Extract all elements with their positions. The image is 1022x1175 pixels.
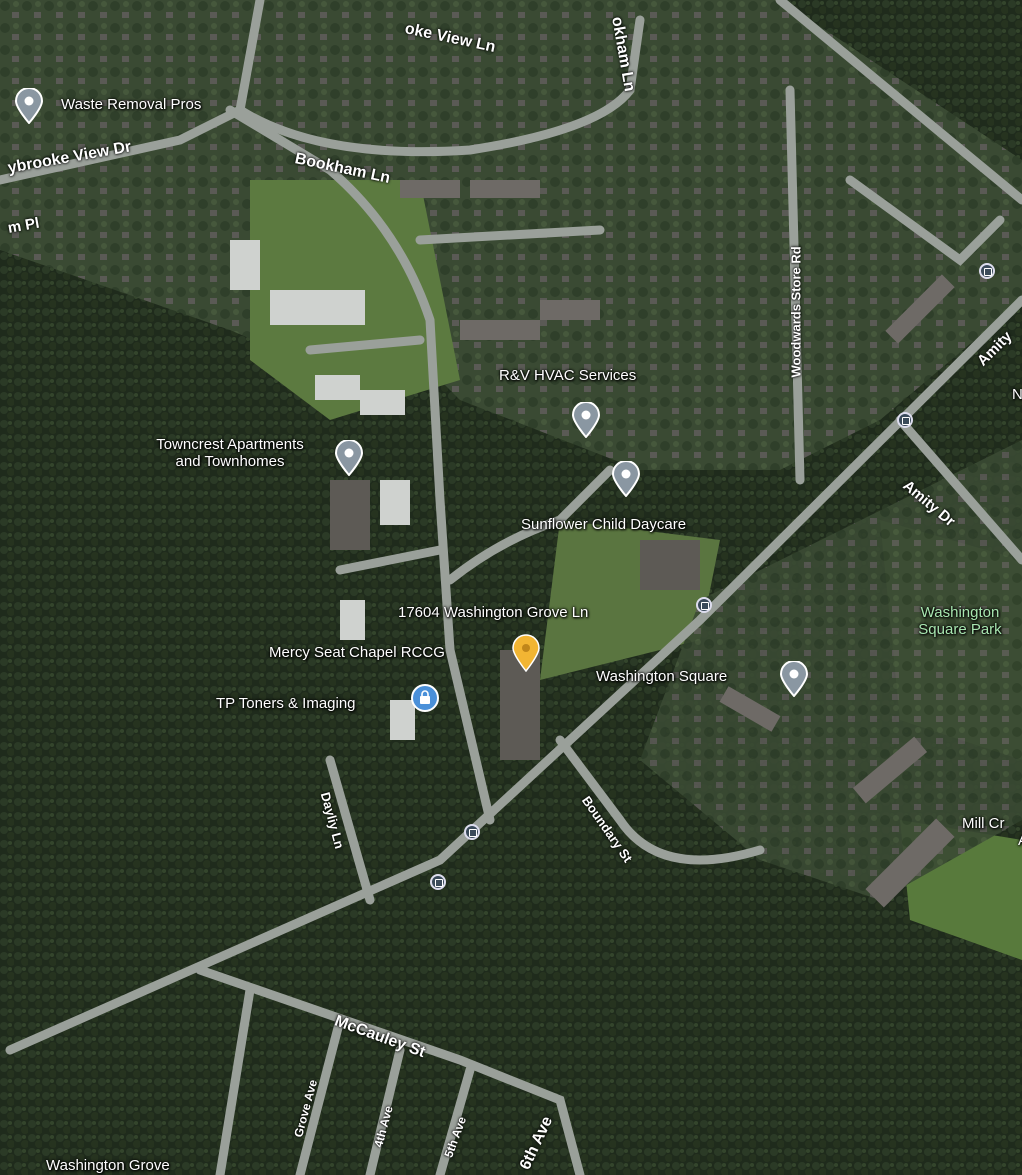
place-label-tp-toners[interactable]: TP Toners & Imaging xyxy=(216,695,356,712)
place-label-towncrest-line1: Towncrest Apartments xyxy=(156,436,304,453)
address-label[interactable]: 17604 Washington Grove Ln xyxy=(398,604,589,621)
place-label-mill-creek[interactable]: Mill Cr Apa xyxy=(962,815,1022,849)
place-label-towncrest-line2: and Townhomes xyxy=(175,453,285,470)
bus-stop-icon[interactable] xyxy=(979,263,995,279)
bus-stop-icon[interactable] xyxy=(430,874,446,890)
place-label-washington-grove[interactable]: Washington Grove xyxy=(46,1157,170,1174)
place-label-mill-creek-line1: Mill Cr xyxy=(962,815,1005,832)
poi-pin-sunflower-daycare[interactable] xyxy=(611,461,641,497)
park-label-line1: Washington xyxy=(920,604,1000,621)
bus-stop-icon[interactable] xyxy=(897,412,913,428)
poi-pin-waste-removal[interactable] xyxy=(14,88,44,124)
place-label-towncrest[interactable]: Towncrest Apartments and Townhomes xyxy=(132,436,328,470)
place-label-mill-creek-line2: Apa xyxy=(962,832,1022,849)
place-label-waste-removal-pros[interactable]: Waste Removal Pros xyxy=(61,96,202,113)
bus-stop-icon[interactable] xyxy=(464,824,480,840)
selected-location-pin[interactable] xyxy=(511,634,541,672)
poi-pin-washington-square[interactable] xyxy=(779,661,809,697)
park-label-line2: Square Park xyxy=(918,621,1002,638)
place-label-washington-square[interactable]: Washington Square xyxy=(596,668,728,685)
shopping-bag-icon xyxy=(420,696,430,704)
place-label-mercy-seat-chapel[interactable]: Mercy Seat Chapel RCCG xyxy=(269,644,445,661)
shopping-bag-pin[interactable] xyxy=(410,683,440,713)
place-label-sunflower-daycare[interactable]: Sunflower Child Daycare xyxy=(521,516,687,533)
poi-pin-towncrest[interactable] xyxy=(334,440,364,476)
park-label-washington-square-park[interactable]: Washington Square Park xyxy=(900,604,1020,638)
place-label-n-partial: N xyxy=(1012,386,1022,403)
bus-stop-icon[interactable] xyxy=(696,597,712,613)
poi-pin-rv-hvac[interactable] xyxy=(571,402,601,438)
road-label-woodwards-store-rd: Woodwards Store Rd xyxy=(788,246,804,378)
place-label-rv-hvac[interactable]: R&V HVAC Services xyxy=(499,367,637,384)
